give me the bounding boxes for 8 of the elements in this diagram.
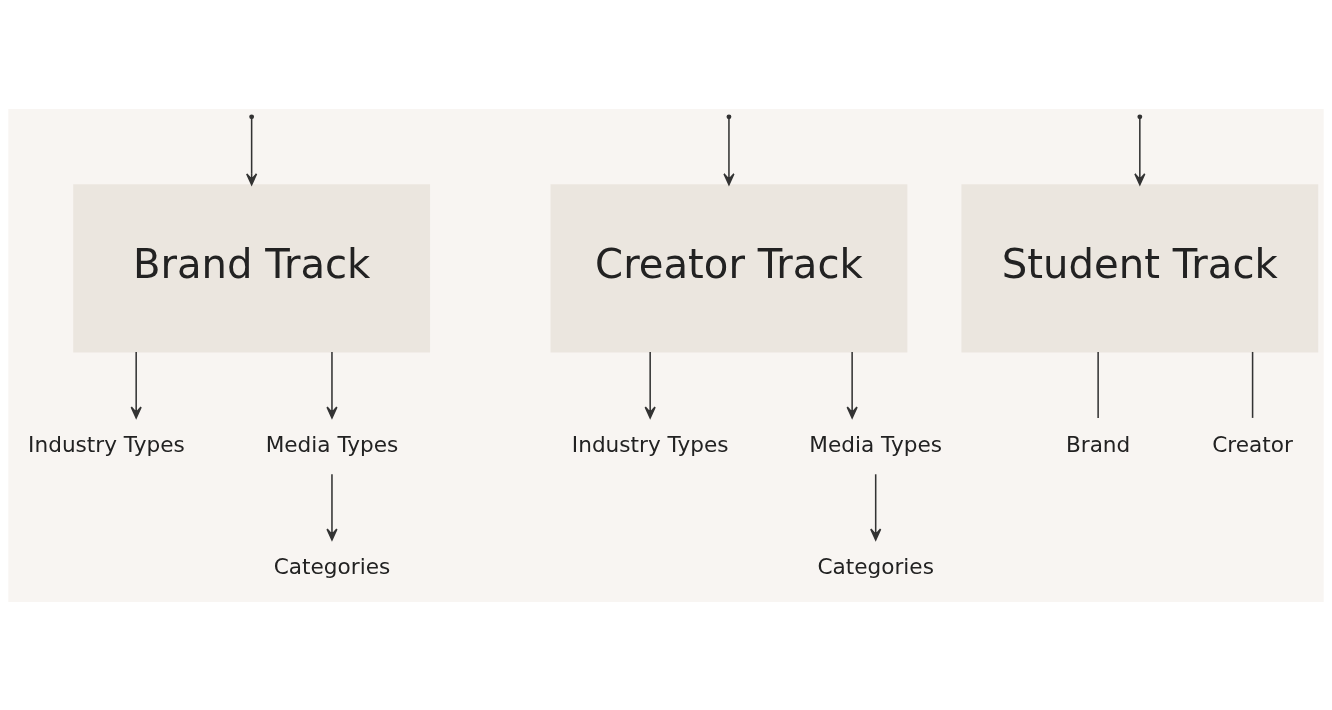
node-text: Categories <box>817 553 934 579</box>
node-text: Media Types <box>265 431 399 457</box>
node-text: Categories <box>273 553 391 579</box>
node-text: Industry Types <box>571 431 729 457</box>
node-text: Brand <box>1065 431 1131 457</box>
node-text: Industry Types <box>28 431 185 457</box>
node-text: Creator <box>1212 431 1293 457</box>
node-text: Media Types <box>809 431 943 457</box>
